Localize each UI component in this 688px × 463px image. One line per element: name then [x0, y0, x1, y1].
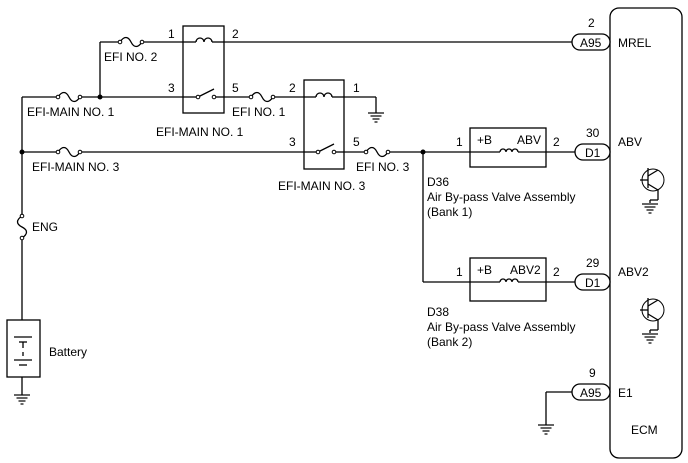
valve-d36-name: Air By-pass Valve Assembly [427, 190, 576, 204]
relay-3-pin-2: 2 [289, 81, 296, 95]
ground-icon [13, 394, 31, 405]
relay-3-pin-5: 5 [353, 135, 360, 149]
valve-d36-pin-2: 2 [553, 135, 560, 149]
relay-3-pin-1: 1 [353, 81, 360, 95]
connector-d1-abv2: D1 29 ABV2 [574, 256, 649, 291]
transistor-icon [640, 168, 665, 203]
relay-3-label: EFI-MAIN NO. 3 [278, 179, 366, 193]
fuse-efi-1: EFI NO. 1 [232, 91, 286, 119]
battery-label: Battery [49, 345, 87, 359]
connector-d1-abv: D1 30 ABV [574, 126, 642, 161]
connector-signal: ABV2 [618, 265, 649, 279]
valve-d36-bank: (Bank 1) [427, 205, 472, 219]
fuse-efi-main-3: EFI-MAIN NO. 3 [32, 146, 120, 174]
valve-d38-plus-b: +B [477, 263, 492, 277]
connector-id: D1 [585, 146, 601, 160]
fuse-efi-2: EFI NO. 2 [104, 36, 158, 64]
fuse-efi-3-label: EFI NO. 3 [356, 160, 410, 174]
fuse-eng-label: ENG [32, 220, 58, 234]
connector-signal: E1 [618, 386, 633, 400]
relay-3-pin-3: 3 [289, 135, 296, 149]
valve-d36: +B ABV 1 2 D36 Air By-pass Valve Assembl… [427, 127, 576, 219]
connector-id: D1 [585, 276, 601, 290]
valve-d36-code: D36 [427, 175, 449, 189]
connector-pin: 2 [588, 16, 595, 30]
connector-signal: MREL [618, 36, 652, 50]
relay-1-pin-5: 5 [232, 81, 239, 95]
relay-1-pin-3: 3 [168, 81, 175, 95]
connector-id: A95 [580, 386, 602, 400]
relay-efi-main-1: 1 2 3 5 EFI-MAIN NO. 1 [156, 25, 244, 139]
ecm: ECM [609, 7, 683, 459]
valve-d38-pin-2: 2 [553, 265, 560, 279]
valve-d38: +B ABV2 1 2 D38 Air By-pass Valve Assemb… [427, 257, 576, 349]
relay-1-pin-2: 2 [232, 27, 239, 41]
valve-d36-pin-1: 1 [456, 135, 463, 149]
connector-pin: 30 [586, 126, 600, 140]
transistor-icon [640, 298, 665, 333]
fuse-efi-2-label: EFI NO. 2 [104, 50, 158, 64]
connector-a95-e1: A95 9 E1 [571, 366, 633, 401]
connector-signal: ABV [618, 135, 642, 149]
valve-d36-plus-b: +B [477, 133, 492, 147]
fuse-efi-main-1: EFI-MAIN NO. 1 [27, 91, 115, 119]
ground-icon [367, 112, 385, 123]
relay-1-pin-1: 1 [168, 27, 175, 41]
fuse-eng: ENG [16, 213, 58, 241]
valve-d38-code: D38 [427, 305, 449, 319]
power-wires [19, 41, 651, 425]
valve-d36-coil-label: ABV [517, 133, 541, 147]
battery: Battery [6, 319, 87, 395]
ground-icon [537, 424, 555, 435]
valve-d38-name: Air By-pass Valve Assembly [427, 320, 576, 334]
valve-d38-pin-1: 1 [456, 265, 463, 279]
relay-efi-main-3: 2 1 3 5 EFI-MAIN NO. 3 [278, 79, 366, 193]
connector-pin: 9 [589, 366, 596, 380]
connector-id: A95 [580, 36, 602, 50]
connector-a95-mrel: A95 2 MREL [571, 16, 652, 51]
fuse-efi-main-3-label: EFI-MAIN NO. 3 [32, 160, 120, 174]
valve-d38-bank: (Bank 2) [427, 335, 472, 349]
fuse-efi-3: EFI NO. 3 [356, 146, 410, 174]
ecm-label: ECM [631, 423, 658, 437]
connector-pin: 29 [586, 256, 600, 270]
valve-d38-coil-label: ABV2 [510, 263, 541, 277]
fuse-efi-main-1-label: EFI-MAIN NO. 1 [27, 105, 115, 119]
relay-1-label: EFI-MAIN NO. 1 [156, 125, 244, 139]
fuse-efi-1-label: EFI NO. 1 [232, 105, 286, 119]
